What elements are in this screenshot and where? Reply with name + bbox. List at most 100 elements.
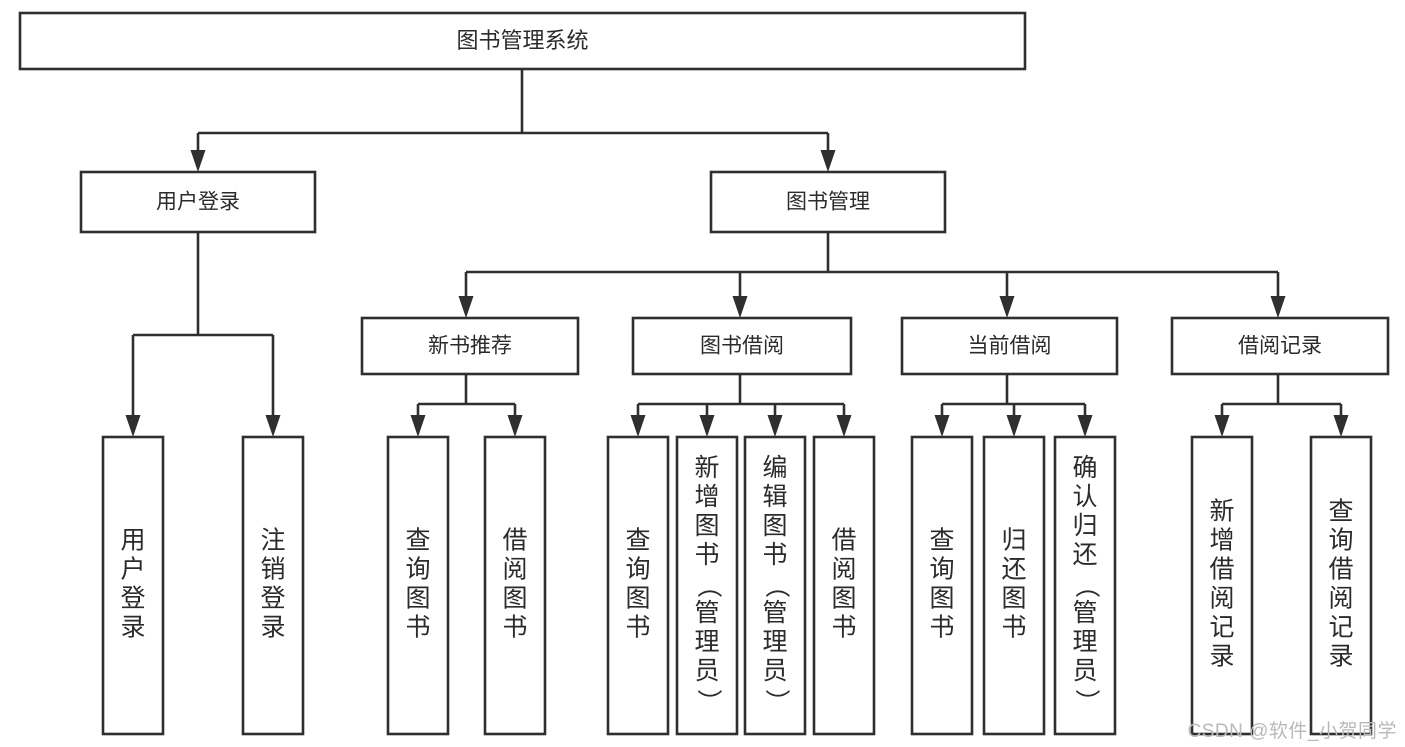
node-box[interactable] bbox=[1309, 435, 1373, 736]
arrow-user-login-to-leaf-2 bbox=[265, 335, 281, 437]
node-label-char: 编 bbox=[762, 454, 787, 482]
arrow-head-icon bbox=[630, 415, 646, 437]
node-label-char: 记 bbox=[1328, 614, 1353, 642]
node-box[interactable] bbox=[360, 316, 580, 376]
node-label-char: 注 bbox=[260, 527, 285, 555]
node-box[interactable] bbox=[743, 435, 807, 736]
arrow-head-icon bbox=[190, 150, 206, 172]
arrow-bb-to-leaf-2 bbox=[699, 404, 715, 437]
node-label-char: 录 bbox=[120, 614, 145, 642]
arrow-user-login-to-leaf-1 bbox=[125, 335, 141, 437]
arrow-root-to-book-management bbox=[820, 133, 836, 172]
node-label-char: 图 bbox=[625, 585, 650, 613]
node-book-management[interactable]: 图书管理 bbox=[709, 170, 947, 234]
node-label-char: 书 bbox=[762, 541, 787, 569]
node-label-char: 书 bbox=[405, 614, 430, 642]
node-label-char: 管 bbox=[694, 599, 719, 627]
node-label: 用户登录 bbox=[156, 191, 240, 214]
arrow-head-icon bbox=[1270, 296, 1286, 318]
node-label: 借阅记录 bbox=[1238, 335, 1322, 358]
node-label-char: 图 bbox=[831, 585, 856, 613]
node-new-book-recommend[interactable]: 新书推荐 bbox=[360, 316, 580, 376]
node-label-char: 询 bbox=[1328, 527, 1353, 555]
node-root[interactable]: 图书管理系统 bbox=[18, 11, 1027, 71]
node-label-char: 用 bbox=[120, 527, 145, 555]
node-label-char: 理 bbox=[694, 628, 719, 656]
arrow-head-icon bbox=[934, 415, 950, 437]
node-label-char: 书 bbox=[625, 614, 650, 642]
node-label-char: 管 bbox=[762, 599, 787, 627]
node-label-char: 户 bbox=[120, 556, 145, 584]
node-user-login[interactable]: 用户登录 bbox=[79, 170, 317, 234]
node-box[interactable] bbox=[982, 435, 1046, 736]
node-label-char: 记 bbox=[1209, 614, 1234, 642]
node-label-char: ） bbox=[762, 689, 790, 714]
node-borrow-records[interactable]: 借阅记录 bbox=[1170, 316, 1390, 376]
node-box[interactable] bbox=[101, 435, 165, 736]
node-box[interactable] bbox=[675, 435, 739, 736]
node-label-char: 书 bbox=[831, 614, 856, 642]
arrow-head-icon bbox=[820, 150, 836, 172]
node-label-char: 阅 bbox=[502, 556, 527, 584]
node-box[interactable] bbox=[18, 11, 1027, 71]
node-label: 用户登录 bbox=[120, 527, 145, 642]
node-label-char: 还 bbox=[1001, 556, 1026, 584]
node-box[interactable] bbox=[606, 435, 670, 736]
node-label-char: 图 bbox=[929, 585, 954, 613]
connectors-layer bbox=[125, 69, 1349, 437]
node-label-char: ） bbox=[1072, 689, 1100, 714]
node-label: 当前借阅 bbox=[968, 335, 1052, 358]
node-box[interactable] bbox=[241, 435, 305, 736]
node-box[interactable] bbox=[483, 435, 547, 736]
node-label-char: 录 bbox=[1328, 643, 1353, 671]
node-current-borrow[interactable]: 当前借阅 bbox=[900, 316, 1119, 376]
node-label-char: 借 bbox=[1209, 556, 1234, 584]
arrow-nb-to-leaf-1 bbox=[410, 404, 426, 437]
node-box[interactable] bbox=[1170, 316, 1390, 376]
node-box[interactable] bbox=[812, 435, 876, 736]
node-label-char: 书 bbox=[694, 541, 719, 569]
node-box[interactable] bbox=[631, 316, 853, 376]
node-label-char: 借 bbox=[502, 527, 527, 555]
node-box[interactable] bbox=[709, 170, 947, 234]
node-box[interactable] bbox=[900, 316, 1119, 376]
node-label-char: 员 bbox=[1072, 657, 1097, 685]
node-label-char: 归 bbox=[1001, 527, 1026, 555]
node-label-char: 理 bbox=[762, 628, 787, 656]
node-book-borrow[interactable]: 图书借阅 bbox=[631, 316, 853, 376]
node-label-char: 图 bbox=[1001, 585, 1026, 613]
node-box[interactable] bbox=[386, 435, 450, 736]
node-label: 新书推荐 bbox=[428, 335, 512, 358]
node-box[interactable] bbox=[910, 435, 974, 736]
node-box[interactable] bbox=[1190, 435, 1254, 736]
node-label-char: 询 bbox=[625, 556, 650, 584]
node-leaf-user-login[interactable]: 用户登录 bbox=[101, 435, 165, 736]
node-box[interactable] bbox=[79, 170, 317, 234]
node-label-char: 查 bbox=[405, 527, 430, 555]
node-box[interactable] bbox=[1053, 435, 1117, 736]
arrow-head-icon bbox=[767, 415, 783, 437]
node-label: 图书管理系统 bbox=[456, 28, 588, 53]
arrow-bm-to-book-borrow bbox=[732, 272, 748, 318]
node-label-char: 录 bbox=[260, 614, 285, 642]
arrow-head-icon bbox=[1006, 415, 1022, 437]
node-label-char: 新 bbox=[694, 454, 719, 482]
